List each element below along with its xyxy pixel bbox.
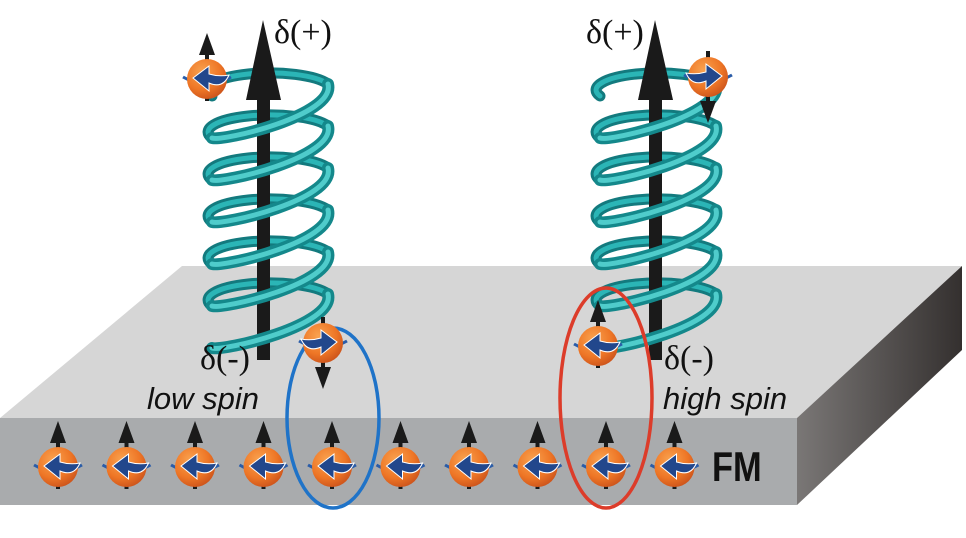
left-helix-back-strand-highlight bbox=[205, 280, 331, 309]
rotation-arrow-icon bbox=[522, 453, 561, 481]
right-helix-back-strand-highlight bbox=[593, 112, 719, 141]
left-helix-front-strand-highlight bbox=[209, 81, 331, 141]
right-helix-back bbox=[590, 67, 722, 312]
left-helix-front-strand-highlight bbox=[209, 249, 331, 309]
spin-up-arrow-icon bbox=[529, 421, 546, 443]
low-spin-label: low spin bbox=[147, 381, 259, 416]
left-helix-back-strand-highlight bbox=[205, 112, 331, 141]
right-delta-plus-label: δ(+) bbox=[586, 14, 644, 51]
electrons-layer bbox=[33, 33, 733, 489]
substrate-electron-7 bbox=[444, 421, 494, 489]
spin-up-arrow-icon bbox=[118, 421, 135, 443]
rotation-arrow-icon bbox=[317, 453, 355, 481]
rotation-arrow-icon bbox=[659, 453, 698, 481]
left-helix-front-strand-highlight bbox=[209, 165, 331, 225]
spin-down-arrow-icon bbox=[700, 101, 716, 123]
spin-up-arrow-icon bbox=[666, 421, 683, 443]
ferromagnet-label: FM bbox=[712, 443, 762, 490]
substrate-electron-8 bbox=[512, 421, 563, 489]
spin-up-arrow-icon bbox=[598, 421, 614, 443]
right-delta-minus-label: δ(-) bbox=[664, 340, 714, 377]
substrate-electron-4 bbox=[238, 421, 289, 489]
left-helix-front bbox=[206, 78, 335, 355]
substrate-electron-2 bbox=[101, 421, 152, 489]
rotation-arrow-icon bbox=[300, 329, 338, 357]
right-helix-back-strand-highlight bbox=[593, 154, 719, 183]
right-helix-back-strand-highlight bbox=[593, 196, 719, 225]
slab-top-face bbox=[0, 266, 962, 418]
left-helix-front-strand-highlight bbox=[209, 123, 331, 183]
spin-up-arrow-icon bbox=[187, 421, 203, 443]
spin-up-arrow-icon bbox=[590, 300, 606, 322]
right-helix-back-strand-highlight bbox=[593, 238, 719, 267]
substrate-electron-1 bbox=[33, 421, 83, 489]
right-helix-front-strand-highlight bbox=[597, 207, 719, 267]
left-helix-back-strand-highlight bbox=[205, 154, 331, 183]
rotation-arrow-icon bbox=[248, 453, 287, 481]
left-helix-back bbox=[202, 67, 334, 312]
spin-up-arrow-icon bbox=[461, 421, 477, 443]
right-helix-front-strand-highlight bbox=[597, 165, 719, 225]
right-helix-front-strand-highlight bbox=[597, 123, 719, 183]
rotation-arrow-icon bbox=[685, 63, 723, 91]
right-helix-front bbox=[594, 78, 723, 355]
substrate-electron-6 bbox=[375, 421, 426, 489]
rotation-arrow-icon bbox=[583, 332, 621, 360]
left-helix-front-strand-highlight bbox=[209, 207, 331, 267]
left-delta-plus-label: δ(+) bbox=[274, 14, 332, 51]
spin-up-arrow-icon bbox=[50, 421, 66, 443]
spin-up-arrow-icon bbox=[199, 33, 215, 55]
rotation-arrow-icon bbox=[192, 65, 230, 93]
left-helix-front-strand-highlight bbox=[209, 291, 331, 351]
substrate-electron-5 bbox=[307, 421, 357, 489]
high-spin-label: high spin bbox=[663, 381, 788, 416]
right-helix-front-strand-highlight bbox=[597, 249, 719, 309]
spin-up-arrow-icon bbox=[255, 421, 272, 443]
rotation-arrow-icon bbox=[43, 453, 81, 481]
substrate-electron-10 bbox=[649, 421, 700, 489]
slab-side-face bbox=[797, 266, 962, 505]
substrate-electron-9 bbox=[581, 421, 631, 489]
spin-up-arrow-icon bbox=[324, 421, 340, 443]
spin-down-arrow-icon bbox=[315, 367, 331, 389]
rotation-arrow-icon bbox=[111, 453, 150, 481]
rotation-arrow-icon bbox=[591, 453, 629, 481]
right-helix-back-strand-highlight bbox=[593, 280, 719, 309]
left-helix-back-strand-highlight bbox=[205, 196, 331, 225]
right-top-electron bbox=[683, 51, 733, 123]
left-helix-back-strand-highlight bbox=[205, 238, 331, 267]
left-interface-electron bbox=[298, 317, 348, 389]
high-spin-highlight-ellipse bbox=[558, 286, 654, 510]
rotation-arrow-icon bbox=[385, 453, 424, 481]
rotation-arrow-icon bbox=[454, 453, 492, 481]
left-delta-minus-label: δ(-) bbox=[200, 340, 250, 377]
left-top-electron bbox=[182, 33, 232, 101]
substrate-electron-3 bbox=[170, 421, 220, 489]
spin-up-arrow-icon bbox=[392, 421, 409, 443]
rotation-arrow-icon bbox=[180, 453, 218, 481]
right-interface-electron bbox=[573, 300, 623, 368]
